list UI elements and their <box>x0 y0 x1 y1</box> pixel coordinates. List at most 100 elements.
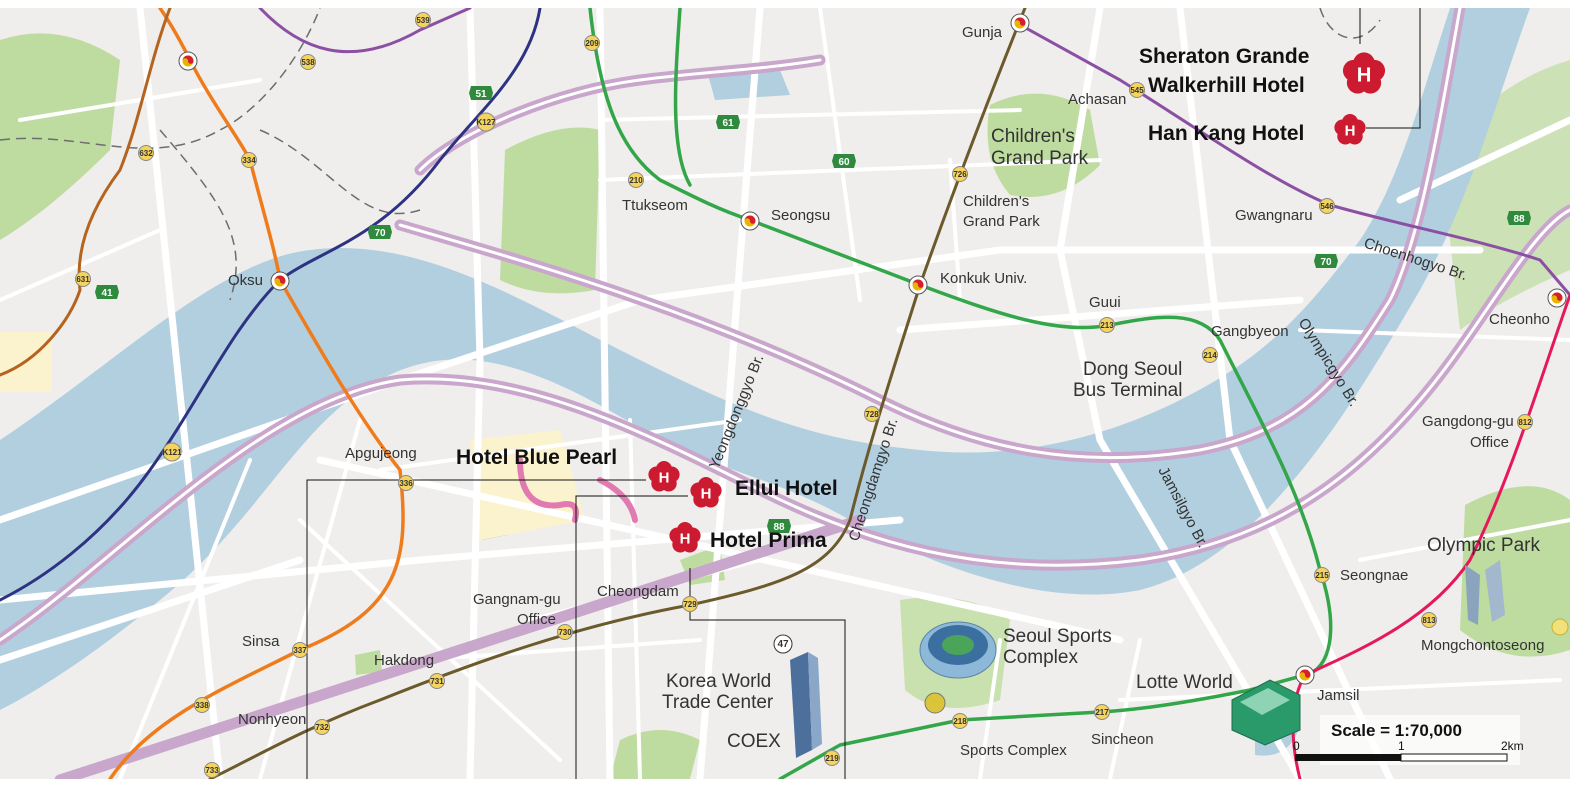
transfer-station-icon <box>1010 13 1030 33</box>
station-code: 210 <box>629 176 643 185</box>
transfer-station-icon <box>740 211 760 231</box>
transfer-station-icon <box>1547 288 1567 308</box>
station-label: Guui <box>1089 294 1121 311</box>
hotel-sheraton-walkerhill[interactable]: Sheraton Grande Walkerhill Hotel <box>1139 45 1386 97</box>
station-code: 546 <box>1320 202 1334 211</box>
han-river <box>0 8 1530 710</box>
station-label: Gangnam-gu <box>473 591 561 608</box>
station-label: Gwangnaru <box>1235 207 1313 224</box>
hotel-blue-pearl[interactable]: Hotel Blue Pearl <box>456 446 680 492</box>
route-number: 61 <box>722 118 734 129</box>
station-code: 545 <box>1130 86 1144 95</box>
station-code: 213 <box>1100 321 1114 330</box>
place-label: Grand Park <box>991 148 1089 169</box>
station-code: 813 <box>1422 616 1436 625</box>
place-label: Dong Seoul <box>1083 359 1182 380</box>
place-label: Bus Terminal <box>1073 380 1182 401</box>
place-label: Olympic Park <box>1427 535 1540 556</box>
station-code: 538 <box>301 58 315 67</box>
station-number-badges: 539 538 209 K127 632 334 210 726 545 546… <box>75 12 1533 778</box>
station-code: 731 <box>430 677 444 686</box>
station-code: 730 <box>558 628 572 637</box>
station-label: Office <box>517 611 556 628</box>
transfer-station-icon <box>178 51 198 71</box>
route-number: 47 <box>777 639 789 650</box>
station-code: 632 <box>139 149 153 158</box>
station-code: 217 <box>1095 708 1109 717</box>
station-code: K121 <box>162 448 182 457</box>
transfer-station-icon <box>908 275 928 295</box>
station-code: 214 <box>1203 351 1217 360</box>
station-code: 219 <box>825 754 839 763</box>
scale-bar: Scale = 1:70,000 0 1 2km <box>1293 715 1524 765</box>
station-code: 631 <box>76 275 90 284</box>
frame-right <box>1570 0 1587 789</box>
station-code: 733 <box>205 766 219 775</box>
railway-lines <box>0 7 1381 301</box>
line-2-branch <box>673 6 692 187</box>
line-7 <box>208 6 1027 781</box>
station-code: 732 <box>315 723 329 732</box>
road-route-markers: 51 61 60 70 70 41 88 88 47 <box>95 86 1531 654</box>
station-label: Hakdong <box>374 652 434 669</box>
station-label: Cheonho <box>1489 311 1550 328</box>
place-label: Korea World <box>666 671 771 692</box>
station-label: Oksu <box>228 272 263 289</box>
place-label: Seoul Sports <box>1003 626 1112 647</box>
station-label: Office <box>1470 434 1509 451</box>
olympic-park-monument-icon <box>1465 560 1569 636</box>
hotel-prima[interactable]: Hotel Prima <box>669 522 827 553</box>
frame-top <box>0 0 1587 8</box>
transfer-station-icon <box>1295 665 1315 685</box>
place-label: Complex <box>1003 647 1078 668</box>
station-code: 218 <box>953 717 967 726</box>
station-label: Cheongdam <box>597 583 679 600</box>
hotel-name: Han Kang Hotel <box>1148 122 1304 145</box>
station-label: Konkuk Univ. <box>940 270 1027 287</box>
trade-tower-icon <box>790 652 822 758</box>
station-code: 215 <box>1315 571 1329 580</box>
station-label: Sports Complex <box>960 742 1067 759</box>
place-labels: Gunja Achasan Children's Grand Park Chil… <box>228 24 1550 759</box>
station-code: 812 <box>1518 418 1532 427</box>
station-code: 729 <box>683 600 697 609</box>
station-label: Gangbyeon <box>1211 323 1289 340</box>
route-number: 41 <box>101 288 113 299</box>
station-label: Sincheon <box>1091 731 1154 748</box>
line-3 <box>108 6 405 781</box>
river-inlet <box>708 70 790 100</box>
station-label: Sinsa <box>242 633 280 650</box>
scale-tick: 2km <box>1501 739 1524 753</box>
line-6 <box>0 6 172 377</box>
hotel-name: Sheraton Grande <box>1139 45 1309 68</box>
station-code: 539 <box>416 16 430 25</box>
hotel-name: Walkerhill Hotel <box>1148 74 1305 97</box>
station-code: 334 <box>242 156 256 165</box>
place-label: COEX <box>727 731 781 752</box>
stadium-small-icon <box>924 692 946 714</box>
station-code: 728 <box>865 410 879 419</box>
station-code: 337 <box>293 646 307 655</box>
hotels[interactable]: Sheraton Grande Walkerhill Hotel Han Kan… <box>456 45 1386 553</box>
station-label: Seongsu <box>771 207 830 224</box>
station-label: Mongchontoseong <box>1421 637 1544 654</box>
lotte-world-icon <box>1231 679 1301 746</box>
hotel-ellui[interactable]: Ellui Hotel <box>690 477 838 508</box>
station-label: Jamsil <box>1317 687 1360 704</box>
frame-bottom <box>0 779 1587 789</box>
station-label: Gunja <box>962 24 1003 41</box>
station-label: Achasan <box>1068 91 1126 108</box>
route-number: 51 <box>475 89 487 100</box>
leader-lines <box>306 8 1421 779</box>
landmark-icons <box>790 560 1569 758</box>
hotel-name: Hotel Prima <box>710 529 827 552</box>
hotel-name: Hotel Blue Pearl <box>456 446 617 469</box>
place-label: Trade Center <box>662 692 774 713</box>
stadium-icon <box>919 621 997 679</box>
station-code: K127 <box>476 118 496 127</box>
hotel-han-kang[interactable]: Han Kang Hotel <box>1148 114 1366 145</box>
route-number: 88 <box>1513 214 1525 225</box>
station-label: Ttukseom <box>622 197 688 214</box>
route-number: 70 <box>374 228 386 239</box>
